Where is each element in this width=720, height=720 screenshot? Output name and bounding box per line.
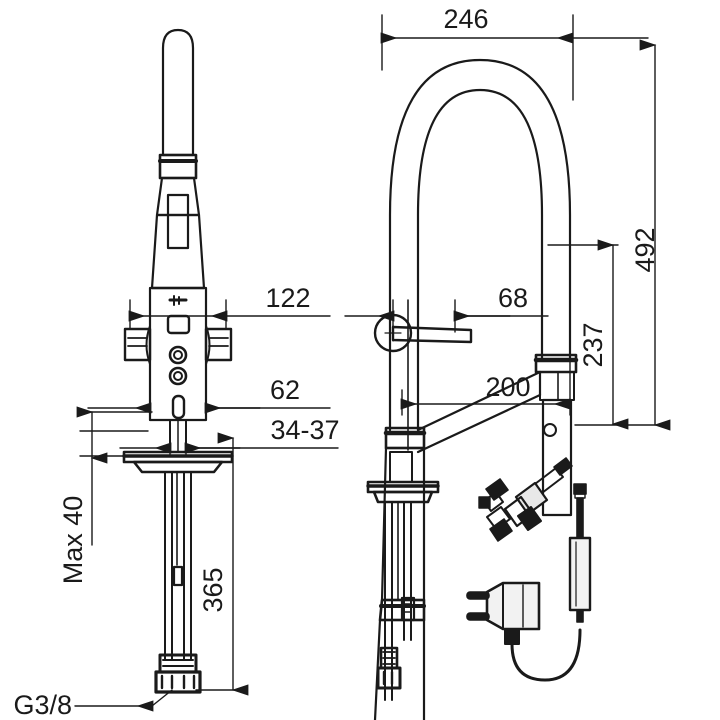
dimension-label-g38: G3/8 [13,690,72,720]
dimension-label-246: 246 [443,4,488,34]
dimension-max-40 [76,406,153,546]
side-view-geometry [366,58,579,720]
dimension-237 [547,239,629,430]
dimension-label-68: 68 [498,283,528,313]
dimension-365 [195,432,249,696]
dimension-label-max-40: Max 40 [58,496,88,585]
dimension-62 [87,399,331,421]
dimension-246 [380,14,649,101]
dimension-68 [344,299,549,333]
leader-g38 [74,689,173,712]
angle-valve-fitting-icon [478,457,573,542]
dimension-label-492: 492 [630,227,660,272]
dimension-label-62: 62 [270,375,300,405]
dimension-label-237: 237 [578,322,608,367]
front-view-geometry [122,28,234,694]
power-supply-plug-icon [466,581,582,682]
dimension-200 [400,359,571,416]
dimension-label-200: 200 [485,372,530,402]
dimension-label-122: 122 [265,283,310,313]
dimension-122 [128,299,331,329]
dimension-label-34-37: 34-37 [270,415,339,445]
accessories-group [466,457,592,682]
dimension-label-365: 365 [198,567,228,612]
inline-transformer-icon [568,483,592,623]
